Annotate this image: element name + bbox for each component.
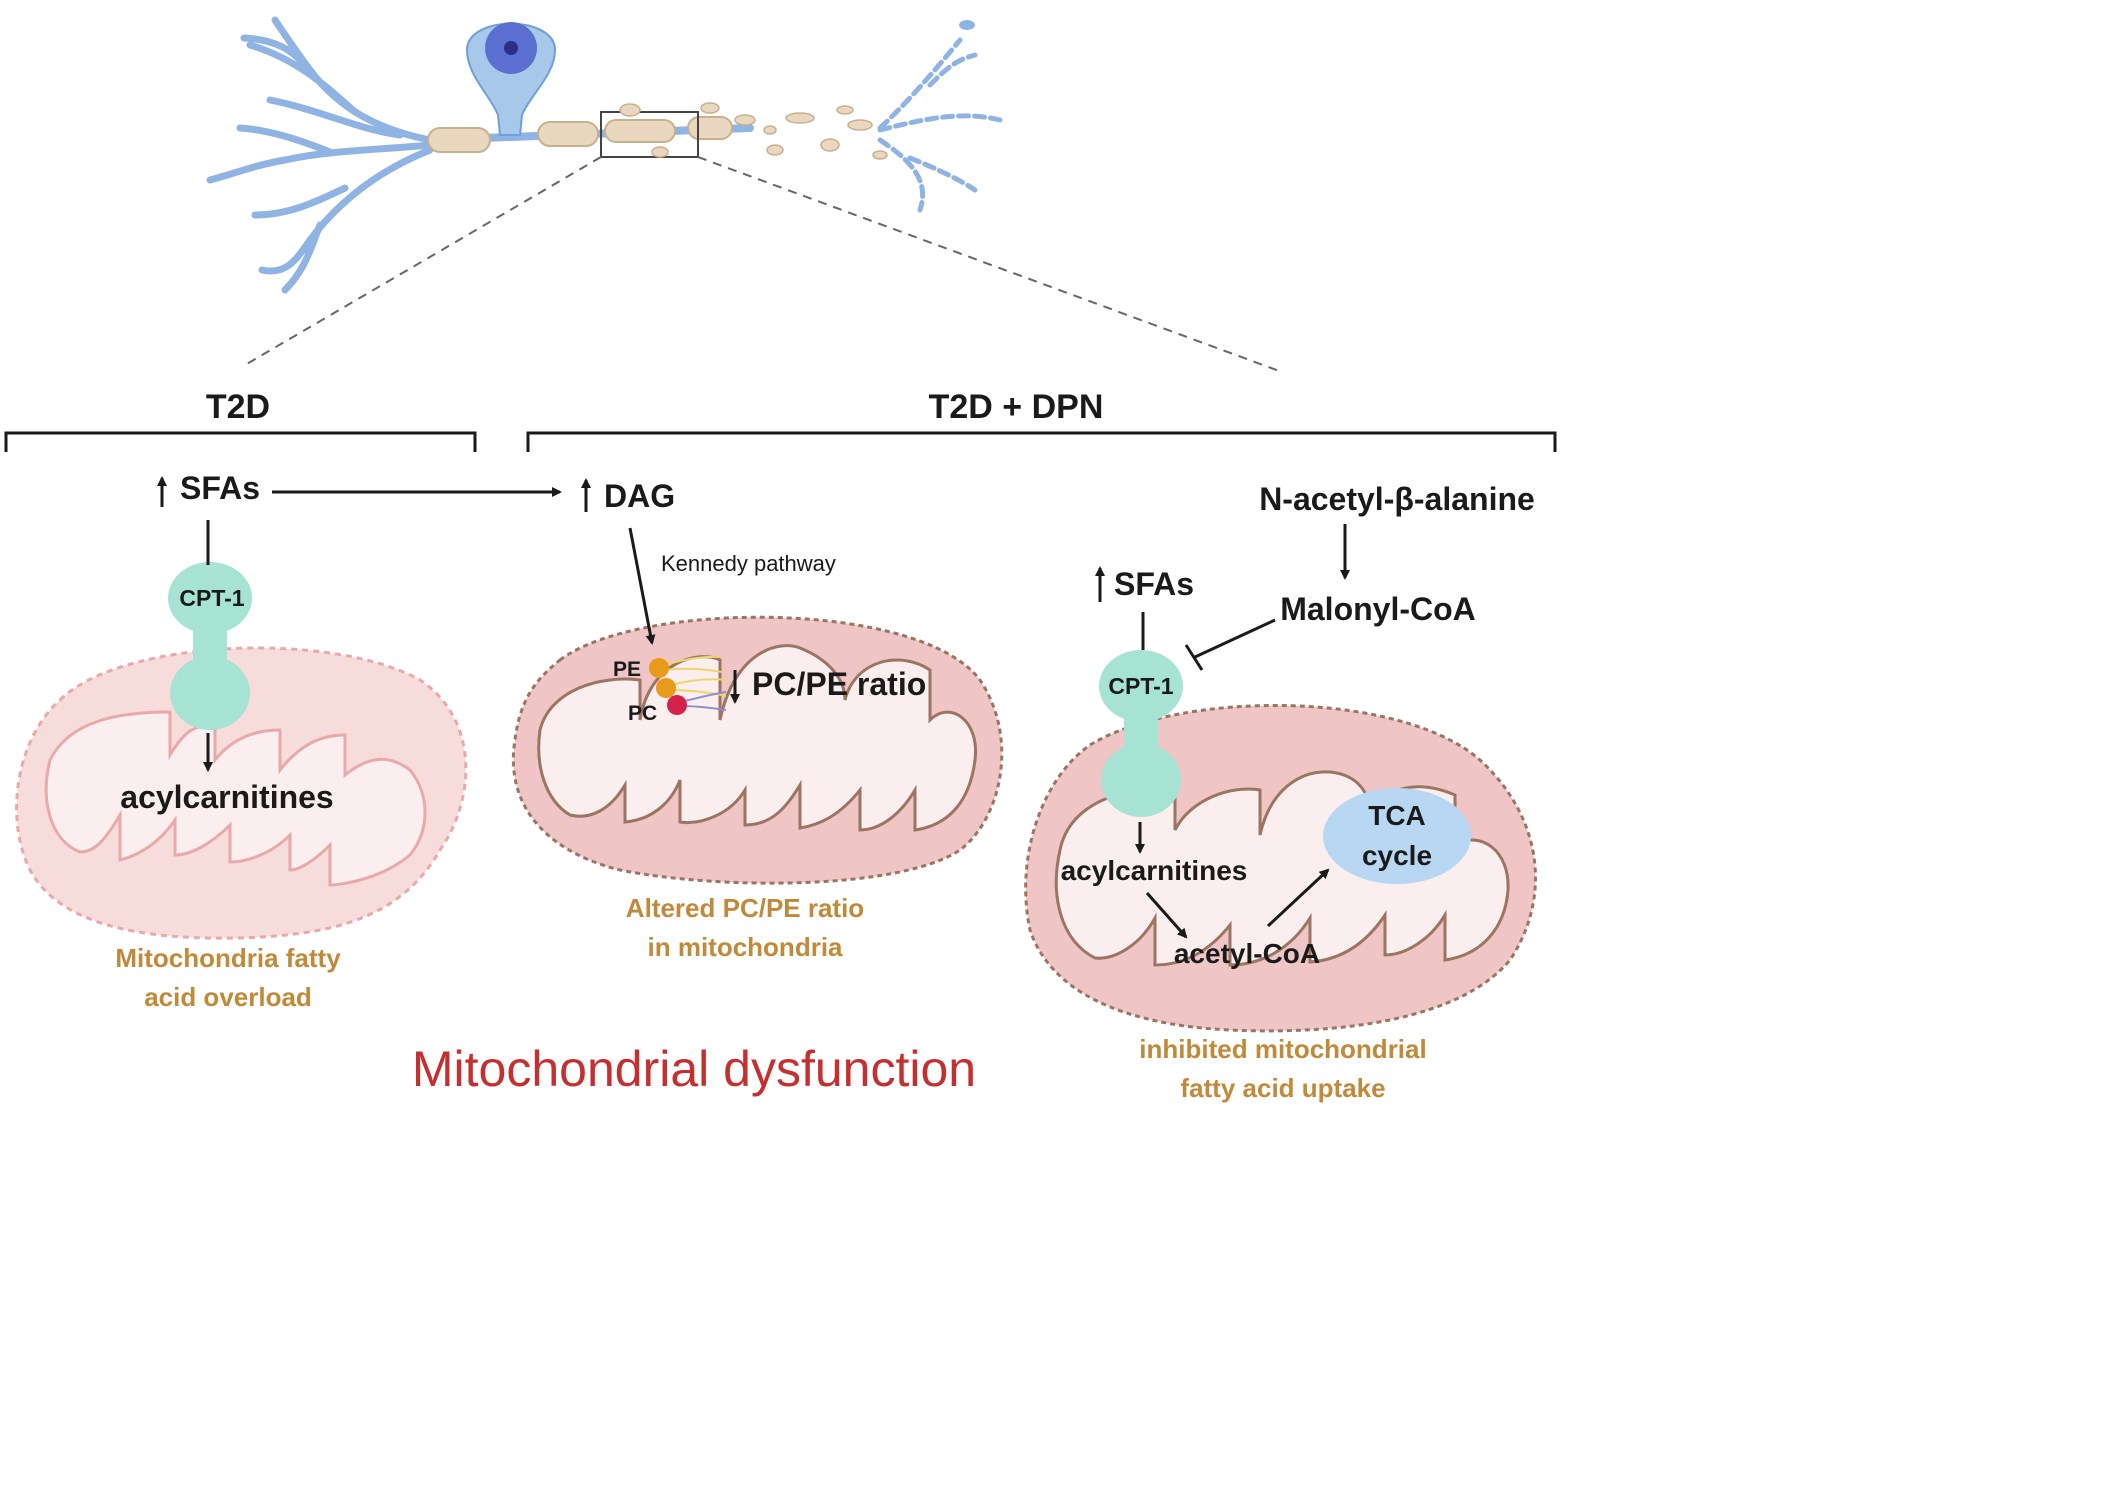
pe-head-icon — [649, 658, 669, 678]
pc-pe-ratio-label: PC/PE ratio — [752, 666, 926, 702]
bracket-t2d — [4, 431, 477, 452]
cpt1-transporter-2 — [1099, 650, 1183, 817]
pc-label: PC — [628, 702, 657, 725]
malonyl-coa-label: Malonyl-CoA — [1280, 591, 1476, 627]
arrow-dag-to-mito — [628, 527, 656, 645]
acylcarnitines-label-2: acylcarnitines — [1061, 855, 1248, 886]
panel-t2d-dpn-uptake: TCA cycle CPT-1 N-acetyl-β-alanine Malon… — [1024, 481, 1537, 1103]
acylcarnitines-label-1: acylcarnitines — [120, 779, 333, 815]
arrow-acetylcoa-to-tca — [1266, 868, 1330, 928]
axon-terminals — [877, 37, 1003, 213]
caption-2-line1: Altered PC/PE ratio — [626, 893, 864, 923]
kennedy-pathway-label: Kennedy pathway — [661, 551, 836, 576]
cpt1-label-2: CPT-1 — [1108, 673, 1173, 699]
tca-cycle-bubble — [1323, 788, 1471, 884]
group-label-t2d: T2D — [206, 388, 270, 426]
caption-1-line2: acid overload — [144, 982, 312, 1012]
group-label-t2d-dpn: T2D + DPN — [929, 388, 1104, 426]
pe-label: PE — [613, 658, 641, 681]
diagram-canvas: T2D T2D + DPN CPT-1 SFAs acylcarnitines … — [4, 16, 1557, 1103]
panel-t2d-dpn-lipids: DAG Kennedy pathway PE PC PC/PE ratio Al… — [511, 478, 1004, 962]
caption-2-line2: in mitochondria — [648, 932, 844, 962]
mitochondrion-2 — [511, 615, 1004, 885]
dag-label: DAG — [604, 478, 675, 514]
zoom-box — [600, 111, 699, 158]
sfas-label-2: SFAs — [1114, 566, 1194, 602]
n-acetyl-beta-alanine-label: N-acetyl-β-alanine — [1259, 481, 1535, 517]
phospholipid-icons — [649, 655, 729, 715]
inhibition-bar — [1184, 618, 1276, 671]
cpt1-label-1: CPT-1 — [179, 585, 244, 611]
mitochondrion-1 — [15, 646, 468, 940]
neuron-illustration — [206, 16, 1003, 294]
sfas-label-1: SFAs — [180, 470, 260, 506]
caption-3-line1: inhibited mitochondrial — [1139, 1034, 1426, 1064]
arrow-acylcarnitines-to-acetylcoa — [1145, 892, 1188, 939]
pe-head-icon — [656, 678, 676, 698]
cpt1-transporter-1 — [168, 562, 252, 730]
tca-label-line2: cycle — [1362, 840, 1432, 871]
caption-3-line2: fatty acid uptake — [1180, 1073, 1385, 1103]
acetyl-coa-label: acetyl-CoA — [1174, 938, 1320, 969]
zoom-line-left — [244, 156, 602, 366]
zoom-line-right — [697, 156, 1283, 373]
bracket-t2d-dpn — [526, 431, 1557, 452]
tca-label-line1: TCA — [1368, 800, 1426, 831]
caption-1-line1: Mitochondria fatty — [115, 943, 341, 973]
panel-t2d: CPT-1 SFAs acylcarnitines Mitochondria f… — [15, 470, 468, 1012]
pc-head-icon — [667, 695, 687, 715]
myelin-fragments — [619, 102, 888, 160]
myelin-sheaths — [427, 116, 733, 153]
diagram-title: Mitochondrial dysfunction — [412, 1041, 976, 1097]
neuron-dendrites — [206, 16, 434, 294]
